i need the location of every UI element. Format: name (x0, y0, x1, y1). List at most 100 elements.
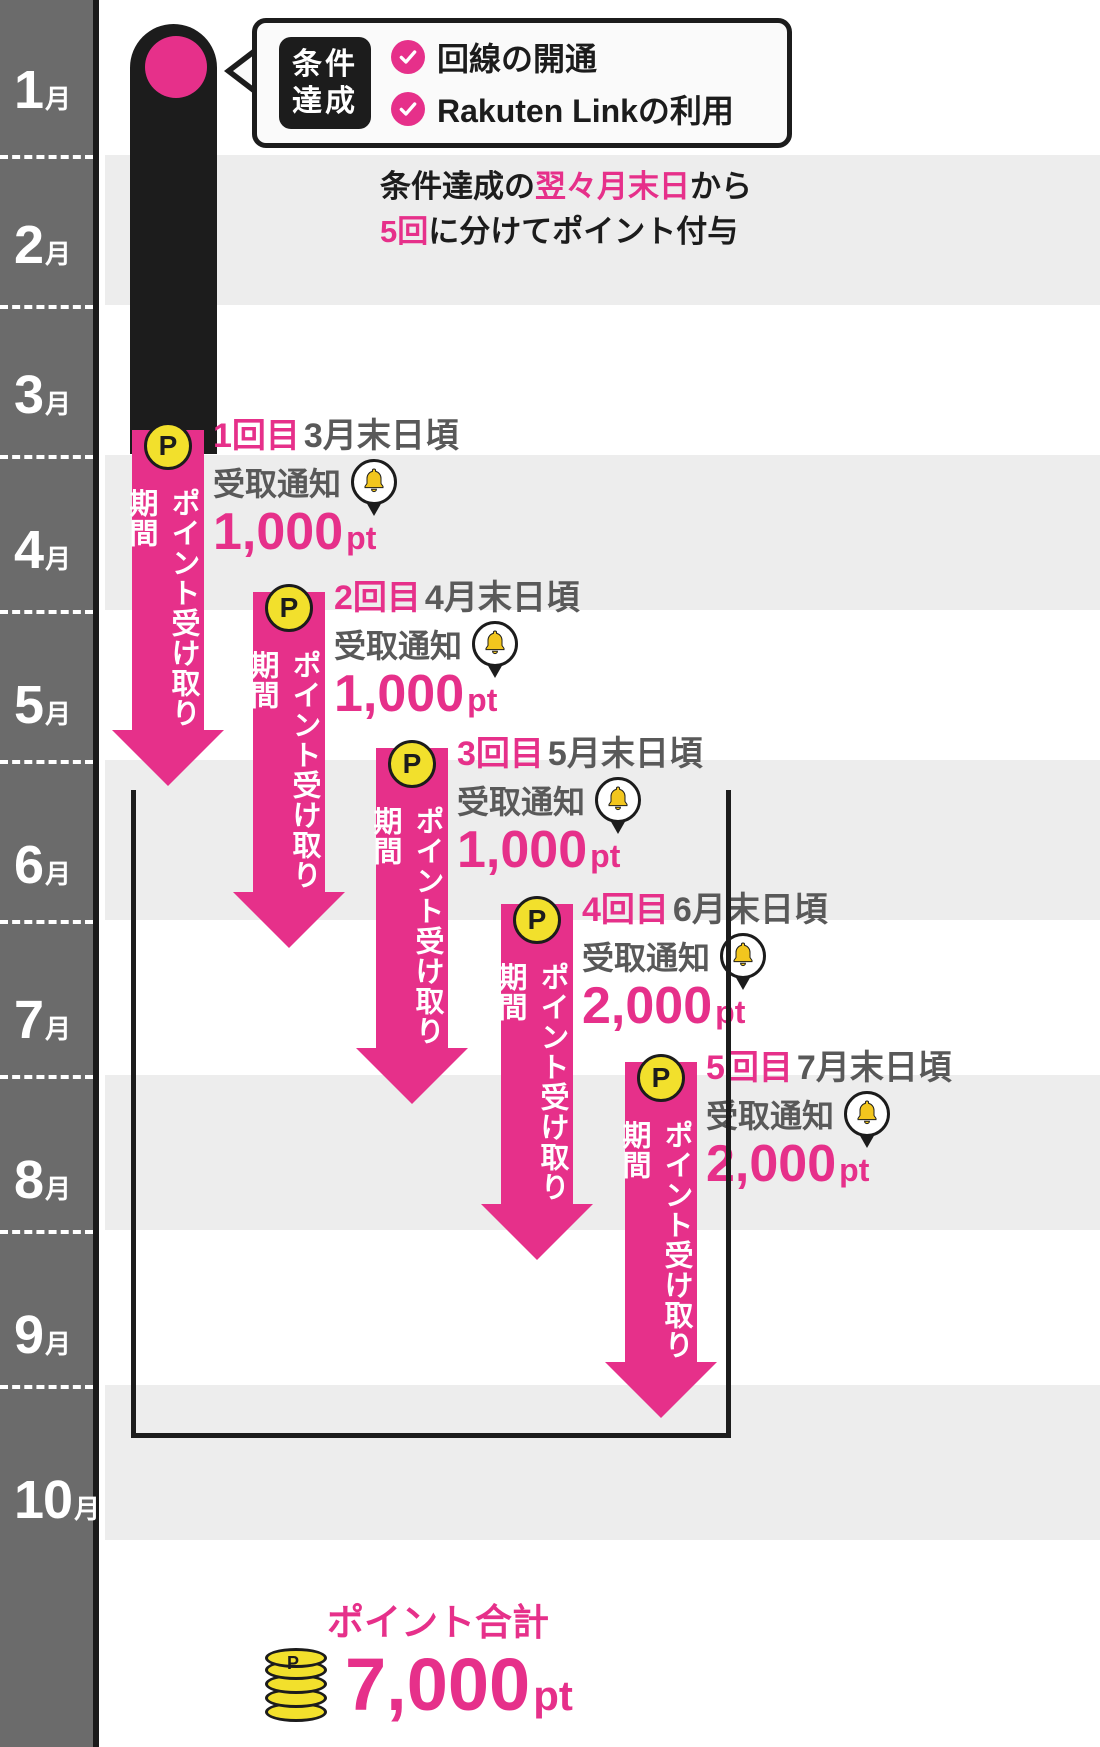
month-number: 7 (14, 990, 44, 1050)
description-line1-highlight: 翌々月末日 (535, 169, 690, 204)
payment-notice-row: 受取通知 (706, 1091, 952, 1149)
month-suffix: 月 (45, 544, 72, 574)
total-label: ポイント合計 (327, 1602, 549, 1643)
month-cell-4: 4 月 (0, 500, 93, 600)
payment-notice-row: 受取通知 (582, 933, 828, 991)
payment-amount-row: 1,000pt (457, 823, 703, 878)
arrow-period-label: ポイント受け取り期間 (246, 650, 320, 890)
bell-bubble-pointer (487, 664, 504, 679)
bell-icon (472, 621, 519, 679)
month-number: 6 (14, 835, 44, 895)
coin-stack-icon: P (265, 1648, 331, 1722)
point-coin-icon-2: P (265, 584, 313, 632)
month-suffix: 月 (45, 84, 72, 114)
payment-notice-label: 受取通知 (334, 628, 463, 665)
payment-notice-row: 受取通知 (457, 777, 703, 835)
month-cell-7: 7 月 (0, 970, 93, 1070)
condition-item: Rakuten Linkの利用 (391, 86, 734, 132)
month-number: 5 (14, 675, 44, 735)
arrow-shaft (253, 592, 325, 892)
description-line2-highlight: 5回 (380, 213, 429, 249)
month-divider (0, 305, 93, 309)
total-row: P 7,000pt (265, 1648, 573, 1722)
month-suffix: 月 (45, 1014, 72, 1044)
coin-letter: P (287, 1653, 300, 1673)
payment-amount-row: 2,000pt (706, 1137, 952, 1192)
arrow-head (481, 1204, 593, 1260)
month-suffix: 月 (45, 239, 72, 269)
month-divider (0, 1385, 93, 1389)
month-cell-9: 9 月 (0, 1285, 93, 1385)
bell-icon (844, 1091, 891, 1149)
payment-amount-row: 1,000pt (213, 505, 459, 560)
month-number: 2 (14, 215, 44, 275)
conditions-callout: 条件 達成 回線の開通 Rakuten Linkの利用 (252, 18, 792, 148)
point-coin-icon-4: P (513, 896, 561, 944)
point-coin-icon-5: P (637, 1054, 685, 1102)
month-divider (0, 155, 93, 159)
payment-notice-label: 受取通知 (582, 940, 711, 977)
payment-ordinal: 1回目 (213, 417, 300, 455)
payment-notice-row: 受取通知 (334, 621, 580, 679)
bell-bubble-pointer (859, 1134, 876, 1149)
month-cell-10: 10 月 (0, 1450, 100, 1550)
description-line-1: 条件達成の翌々月末日から (380, 165, 1000, 210)
check-icon (391, 92, 425, 126)
month-suffix: 月 (45, 1329, 72, 1359)
payment-amount-row: 1,000pt (334, 667, 580, 722)
arrow-head (356, 1048, 468, 1104)
payment-date: 4月末日頃 (424, 579, 580, 617)
total-amount-row: 7,000pt (345, 1648, 573, 1722)
background-stripe (105, 155, 1100, 305)
point-coin-icon-1: P (144, 422, 192, 470)
month-divider (0, 760, 93, 764)
month-number: 1 (14, 60, 44, 120)
month-cell-5: 5 月 (0, 655, 93, 755)
arrow-shaft (376, 748, 448, 1048)
month-cell-3: 3 月 (0, 345, 93, 445)
coin-letter: P (527, 904, 547, 935)
payment-unit: pt (590, 838, 621, 875)
arrow-head (112, 730, 224, 786)
arrow-shaft (501, 904, 573, 1204)
month-number: 9 (14, 1305, 44, 1365)
condition-label: 回線の開通 (437, 41, 598, 77)
arrow-shaft (625, 1062, 697, 1362)
payment-date: 3月末日頃 (303, 417, 459, 455)
condition-badge-line2: 達成 (292, 85, 358, 118)
total-unit: pt (533, 1672, 573, 1719)
payment-notice-label: 受取通知 (457, 784, 586, 821)
award-description: 条件達成の翌々月末日から 5回に分けてポイント付与 (380, 165, 1000, 255)
month-divider (0, 1230, 93, 1234)
condition-list: 回線の開通 Rakuten Linkの利用 (391, 34, 734, 132)
total-amount: 7,000 (345, 1643, 531, 1726)
month-suffix: 月 (74, 1494, 101, 1524)
condition-badge: 条件 達成 (279, 37, 371, 129)
bell-icon (595, 777, 642, 835)
coin-letter: P (651, 1062, 671, 1093)
bell-icon (351, 459, 398, 517)
month-suffix: 月 (45, 859, 72, 889)
month-number: 4 (14, 520, 44, 580)
bell-bubble-pointer (366, 502, 383, 517)
payment-date: 5月末日頃 (547, 735, 703, 773)
coin (265, 1648, 327, 1668)
month-suffix: 月 (45, 1174, 72, 1204)
coin-letter: P (402, 748, 422, 779)
description-line1-post: から (690, 169, 752, 204)
timeline-content: 条件 達成 回線の開通 Rakuten Linkの利用 (105, 0, 1100, 1747)
month-number: 10 (14, 1470, 73, 1530)
month-number: 3 (14, 365, 44, 425)
bell-bubble-pointer (735, 976, 752, 991)
bell-bubble-pointer (610, 820, 627, 835)
month-cell-8: 8 月 (0, 1130, 93, 1230)
arrow-shaft (132, 430, 204, 730)
payment-unit: pt (839, 1152, 870, 1189)
